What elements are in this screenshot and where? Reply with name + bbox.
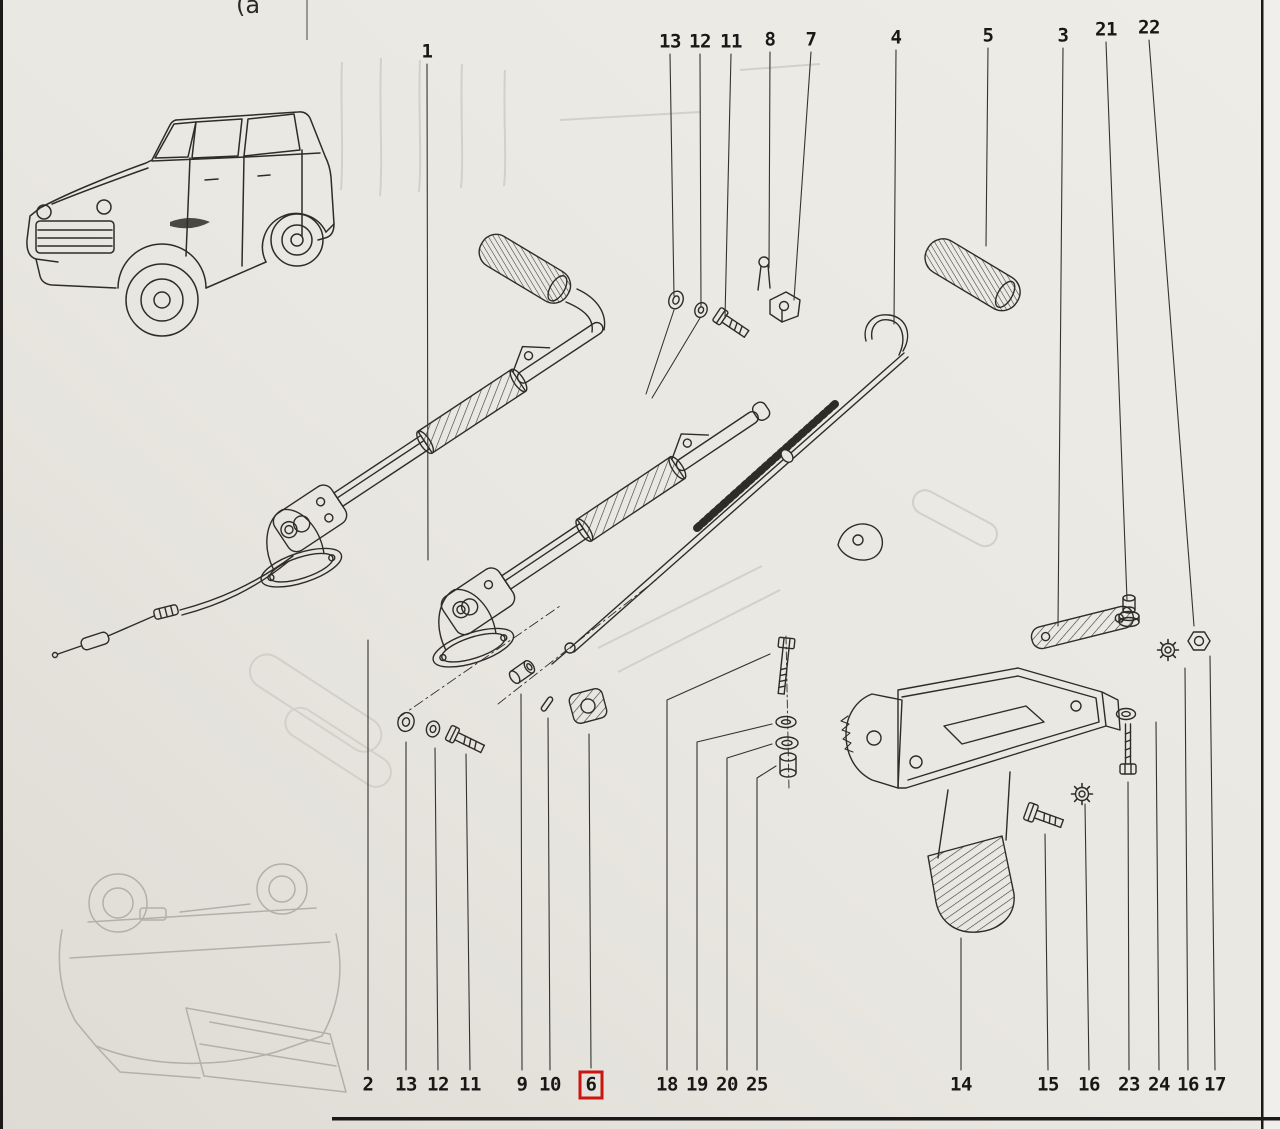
brake-cable — [51, 555, 294, 659]
callout-top-21: 21 — [1095, 18, 1117, 41]
leader-line-top-5 — [985, 47, 989, 247]
bolt-stack — [775, 635, 799, 791]
callout-bottom-18: 18 — [656, 1073, 678, 1096]
leader-line-bottom-20 — [726, 743, 773, 1071]
leader-line-bottom-24 — [1155, 721, 1160, 1071]
leader-line-bottom-6 — [588, 733, 592, 1069]
car-sketch — [26, 111, 335, 337]
callout-bottom-9: 9 — [516, 1073, 528, 1096]
bushing-part21 — [1118, 594, 1140, 628]
star-washer-upper — [1156, 638, 1180, 662]
leader-line-bottom-11 — [465, 753, 471, 1071]
star-washer-lower — [1070, 782, 1094, 806]
grommet-part6 — [568, 687, 608, 725]
callout-bottom-15: 15 — [1037, 1073, 1059, 1096]
leader-line-bottom-25 — [756, 765, 777, 1071]
alignment-axes — [397, 579, 657, 719]
grip-spare — [924, 238, 1021, 312]
callout-bottom-25: 25 — [746, 1073, 768, 1096]
bushing-part9 — [508, 659, 536, 685]
callout-top-5: 5 — [982, 24, 994, 47]
leader-line-top-13 — [669, 53, 675, 297]
flipped-car-sketch — [58, 863, 347, 1093]
scan-artifacts — [248, 0, 999, 788]
callout-bottom-19: 19 — [686, 1073, 708, 1096]
callout-top-11: 11 — [720, 30, 742, 53]
leader-line-bottom-16 — [1184, 667, 1189, 1071]
leader-line-bottom-19 — [696, 723, 773, 1071]
leader-line-top-11 — [724, 53, 732, 319]
leader-line-bottom-9 — [520, 693, 523, 1071]
support-bracket-part14 — [840, 667, 1121, 933]
callout-bottom-13: 13 — [395, 1073, 417, 1096]
hex-nut-part17 — [1187, 631, 1211, 651]
handbrake-lever-front — [440, 401, 771, 636]
strap-plate-part3 — [1030, 605, 1135, 650]
leader-line-bottom-17 — [1209, 655, 1216, 1071]
leader-line-top-22 — [1148, 39, 1195, 627]
pedestal-bracket-front — [432, 588, 515, 668]
callout-bottom-2: 2 — [362, 1073, 374, 1096]
callout-bottom-16: 16 — [1177, 1073, 1199, 1096]
leader-line-top-4 — [893, 49, 897, 325]
pin-part10 — [540, 696, 554, 712]
bracket-part7 — [769, 291, 801, 323]
callout-top-13: 13 — [659, 30, 681, 53]
leader-line-top-7 — [793, 51, 812, 301]
callout-bottom-17: 17 — [1204, 1073, 1226, 1096]
leader-line-bottom-12 — [434, 747, 439, 1071]
grip-rear — [478, 233, 572, 304]
callout-top-8: 8 — [764, 28, 776, 51]
leader-line-top-1 — [426, 63, 429, 561]
pawl-bracket — [837, 523, 883, 561]
callout-bottom-14: 14 — [950, 1073, 972, 1096]
callout-top-1: 1 — [421, 40, 433, 63]
callout-bottom-24: 24 — [1148, 1073, 1170, 1096]
hex-bolt-part15 — [1023, 802, 1065, 829]
handbrake-lever-rear — [272, 233, 606, 553]
leader-line-bottom-23 — [1127, 781, 1130, 1071]
page-corner-text: (a — [236, 0, 261, 19]
fastener-trio-lower — [397, 711, 486, 754]
leader-line-bottom-18 — [666, 653, 771, 1071]
stud-part23 — [1119, 723, 1137, 775]
leader-line-bottom-16 — [1084, 803, 1090, 1071]
leader-line-bottom-10 — [547, 717, 551, 1071]
callout-top-7: 7 — [805, 28, 817, 51]
leader-line-bottom-15 — [1044, 833, 1049, 1071]
leader-lines — [367, 39, 1216, 1071]
leader-line-top-21 — [1105, 41, 1128, 601]
callout-bottom-23: 23 — [1118, 1073, 1140, 1096]
callout-bottom-6-highlighted: 6 — [578, 1070, 604, 1100]
callout-bottom-20: 20 — [716, 1073, 738, 1096]
callout-bottom-10: 10 — [539, 1073, 561, 1096]
callout-bottom-11: 11 — [459, 1073, 481, 1096]
callout-top-12: 12 — [689, 30, 711, 53]
leader-line-top-8 — [768, 51, 771, 269]
exploded-view — [51, 233, 1211, 933]
callout-top-4: 4 — [890, 26, 902, 49]
callout-top-22: 22 — [1138, 16, 1160, 39]
callout-bottom-16: 16 — [1078, 1073, 1100, 1096]
callout-top-3: 3 — [1057, 24, 1069, 47]
washer-part16 — [1115, 707, 1137, 721]
callout-bottom-12: 12 — [427, 1073, 449, 1096]
leader-line-top-3 — [1057, 47, 1064, 627]
ratchet-rod — [551, 314, 909, 665]
leader-line-top-12 — [699, 53, 702, 307]
